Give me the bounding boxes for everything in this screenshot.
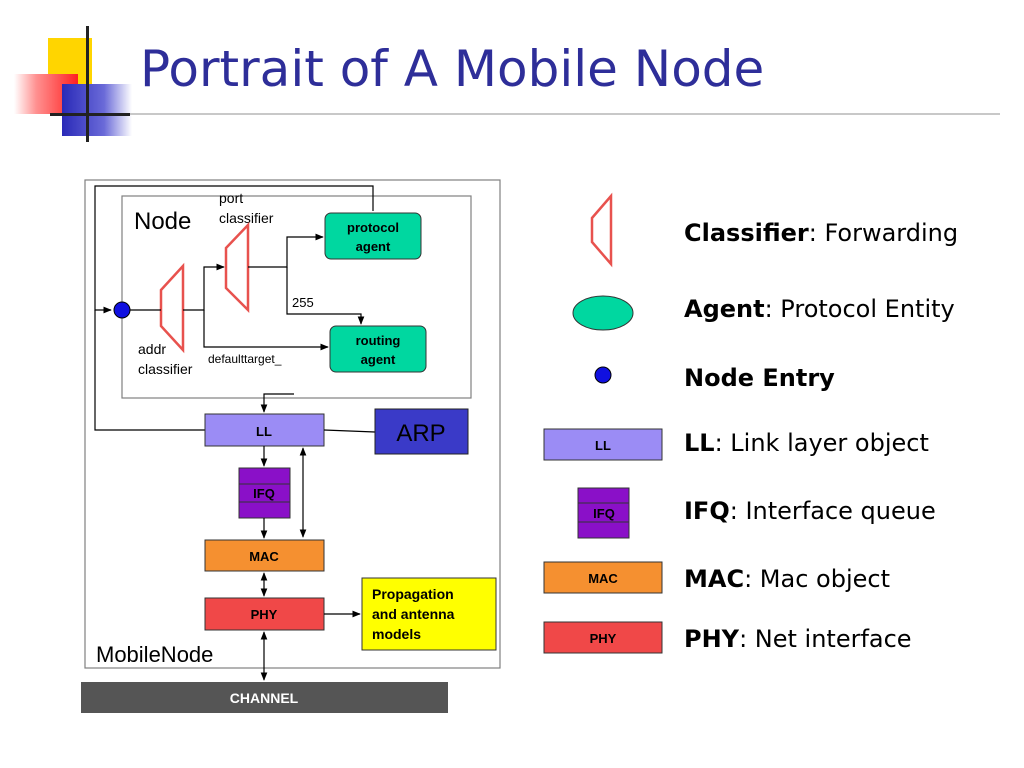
legend-agent-desc: : Protocol Entity [764,295,955,323]
logo-blue-square [62,84,132,136]
addr-to-port-arrow [183,263,225,311]
legend-agent-text: Agent: Protocol Entity [684,294,955,324]
addr-classifier-label-2: classifier [138,361,193,377]
ifq-label: IFQ [253,486,275,501]
legend-ifq-text: IFQ: Interface queue [684,496,936,526]
legend-classifier-text: Classifier: Forwarding [684,218,958,248]
propagation-label-2: and antenna [372,606,455,622]
port-classifier-label-1: port [219,190,243,206]
port-to-protocol-arrow [248,233,324,268]
mobilenode-box [84,179,501,669]
channel-label: CHANNEL [230,690,299,706]
node-to-ll-arrow [260,393,294,413]
node-box [121,195,472,399]
legend-ifq-term: IFQ [684,497,730,525]
legend-ll-desc: : Link layer object [714,429,929,457]
legend-phy-box [543,621,663,654]
arp-label: ARP [396,420,445,447]
routing-agent-label-1: routing [356,333,401,348]
ll-label: LL [256,424,272,439]
propagation-label-3: models [372,626,421,642]
logo-vertical-line [86,26,89,142]
routing-agent-box [329,325,427,373]
arp-box [374,408,469,455]
legend-phy-term: PHY [684,625,740,653]
phy-box [204,597,325,631]
protocol-agent-label-1: protocol [347,220,399,235]
legend-agent-icon [572,295,634,331]
routing-agent-label-2: agent [361,352,396,367]
legend-ll-box [543,428,663,461]
port-to-routing-arrow [286,267,365,325]
ll-to-entry-line [94,310,205,431]
node-entry-icon [113,301,131,319]
legend-ifq-desc: : Interface queue [729,497,936,525]
slide-title: Portrait of A Mobile Node [140,40,765,98]
protocol-agent-label-2: agent [356,239,391,254]
propagation-box [361,577,497,651]
legend-ll-box-label: LL [595,438,611,453]
legend-ll-term: LL [684,429,715,457]
port-classifier-icon [224,221,250,314]
legend-node-entry-text: Node Entry [684,363,835,393]
port-255-label: 255 [292,295,314,310]
legend-mac-term: MAC [684,565,745,593]
legend-node-entry-icon [594,366,612,384]
logo-horizontal-line [50,113,130,116]
mac-box [204,539,325,572]
title-underline [50,113,1000,115]
defaulttarget-label: defaulttarget_ [208,352,282,366]
legend-mac-box-label: MAC [588,571,618,586]
ll-box [204,413,325,447]
addr-classifier-label-1: addr [138,341,166,357]
legend-classifier-desc: : Forwarding [808,219,959,247]
legend-ifq-box [577,487,630,539]
legend-ifq-box-label: IFQ [593,506,615,521]
legend-classifier-icon [590,192,613,268]
legend-mac-desc: : Mac object [744,565,890,593]
propagation-label-1: Propagation [372,586,454,602]
mobilenode-label: MobileNode [96,642,213,667]
addr-classifier-icon [159,262,185,354]
ll-arp-line [323,429,376,433]
node-label: Node [134,208,191,235]
legend-node-entry-term: Node Entry [684,364,835,392]
legend-mac-box [543,561,663,594]
legend-phy-desc: : Net interface [739,625,912,653]
legend-classifier-term: Classifier [684,219,809,247]
channel-bar [81,682,448,713]
legend-phy-box-label: PHY [590,631,617,646]
legend-agent-term: Agent [684,295,765,323]
legend-mac-text: MAC: Mac object [684,564,890,594]
port-classifier-label-2: classifier [219,210,274,226]
addr-to-routing-arrow [203,310,329,351]
legend-ll-text: LL: Link layer object [684,428,929,458]
legend-phy-text: PHY: Net interface [684,624,912,654]
mac-label: MAC [249,549,279,564]
protocol-loop-line [94,185,374,314]
phy-label: PHY [251,607,278,622]
protocol-agent-box [324,212,422,260]
